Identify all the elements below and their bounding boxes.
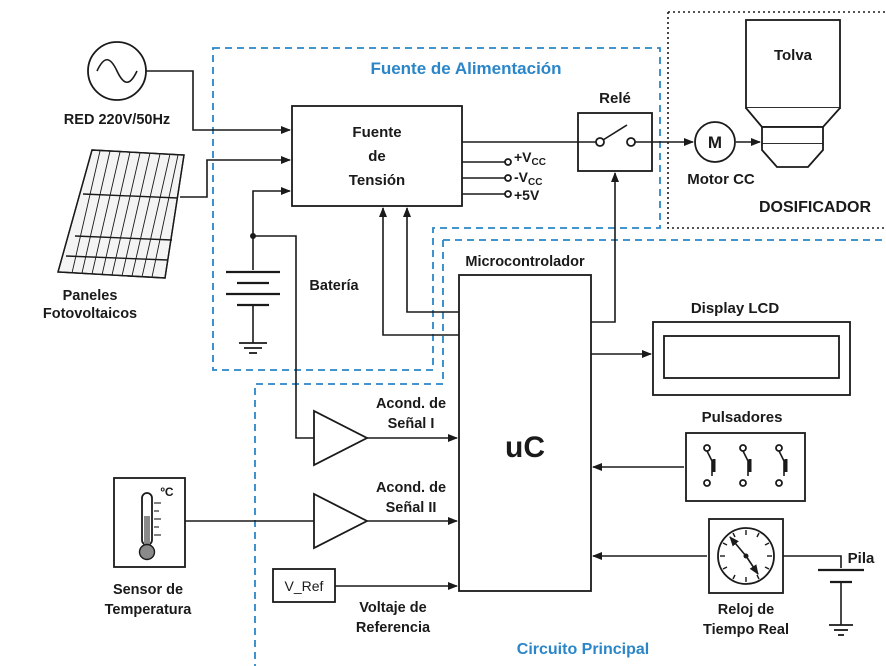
rtc-cell-wire: [783, 555, 842, 568]
vcc-neg-label: -VCC: [514, 169, 542, 188]
pushbutton-icons: [703, 444, 788, 487]
hopper-label: Tolva: [774, 47, 813, 64]
battery-sense-wire: [253, 235, 314, 439]
vref-box: [272, 568, 336, 603]
battery-supply-wire: [252, 187, 291, 236]
vref-label-line2: Referencia: [356, 620, 431, 636]
panels-label-line2: Fotovoltaicos: [43, 306, 137, 322]
main-circuit-title: Circuito Principal: [517, 641, 649, 658]
conditioner-1-amp: [313, 409, 369, 467]
relay-switch-icon: [578, 124, 652, 147]
cond2-label-line2: Señal II: [386, 500, 437, 516]
motor-symbol: M: [708, 133, 722, 152]
mcu-supply-wire-2: [403, 207, 459, 313]
mcu-relay-wire: [591, 172, 619, 323]
rtc-label-line2: Tiempo Real: [703, 622, 789, 638]
mcu-title: Microcontrolador: [465, 254, 585, 270]
power-supply-region: [212, 47, 661, 371]
lcd-label: Display LCD: [691, 300, 780, 317]
temp-unit-label: ºC: [160, 485, 173, 499]
mcu-supply-wire-1: [379, 207, 459, 336]
battery-label: Batería: [309, 278, 359, 294]
cond1-label-line2: Señal I: [388, 416, 435, 432]
relay-label: Relé: [599, 90, 631, 107]
dispenser-title: DOSIFICADOR: [759, 199, 871, 216]
supply-label-line2: de: [368, 148, 386, 165]
vcc-pos-label: +VCC: [514, 149, 546, 168]
thermometer-icon: [138, 492, 161, 561]
sensor-label-line2: Temperatura: [105, 602, 193, 618]
cell-battery-icon: [818, 568, 864, 636]
dispenser-region: [667, 11, 886, 229]
battery-icon: [226, 236, 280, 354]
cond1-label-line1: Acond. de: [376, 396, 446, 412]
buttons-label: Pulsadores: [702, 409, 783, 426]
cond2-label-line1: Acond. de: [376, 480, 446, 496]
solar-panel-icon: [57, 149, 185, 279]
cell-label: Pila: [848, 550, 875, 567]
lcd-screen: [663, 335, 840, 379]
ac-source-icon: [87, 41, 147, 101]
panels-label-line1: Paneles: [63, 288, 118, 304]
grid-label: RED 220V/50Hz: [64, 112, 170, 128]
supply-outputs: [462, 158, 512, 198]
mcu-box: [458, 274, 592, 592]
motor-icon: [694, 121, 736, 163]
panels-wire: [180, 156, 291, 198]
rtc-label-line1: Reloj de: [718, 602, 774, 618]
power-supply-title: Fuente de Alimentación: [370, 59, 561, 78]
vref-box-label: V_Ref: [285, 578, 324, 594]
v5-label: +5V: [514, 187, 540, 203]
sensor-label-line1: Sensor de: [113, 582, 183, 598]
supply-label-line3: Tensión: [349, 172, 405, 189]
vref-label-line1: Voltaje de: [359, 600, 426, 616]
hopper-icon: [745, 19, 841, 168]
clock-icon: [717, 527, 775, 585]
supply-label-line1: Fuente: [352, 124, 401, 141]
mcu-core-label: uC: [505, 431, 545, 464]
motor-label: Motor CC: [687, 171, 755, 188]
voltage-supply-box: [291, 105, 463, 207]
conditioner-2-amp: [313, 492, 369, 550]
grid-wire: [146, 70, 291, 134]
